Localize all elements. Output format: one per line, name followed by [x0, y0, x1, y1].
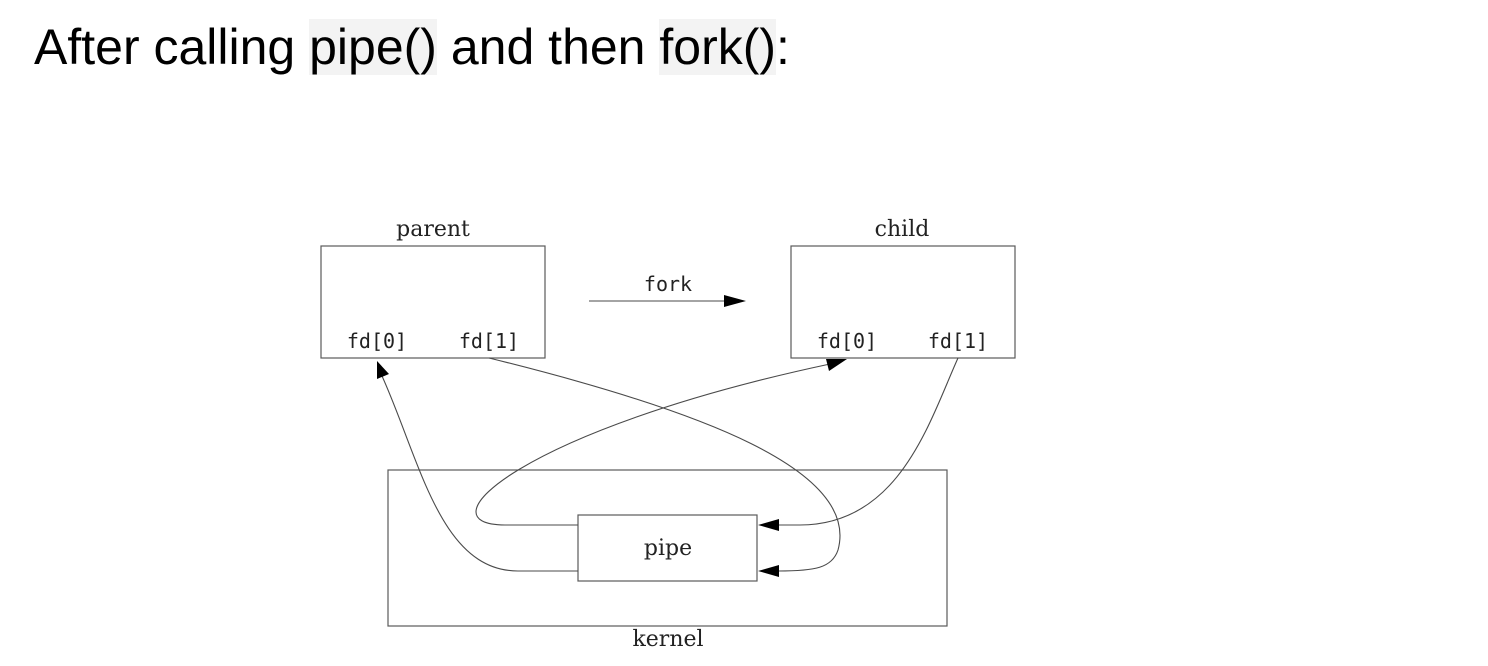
- child-fd1-label: fd[1]: [928, 329, 988, 353]
- pipe-label: pipe: [644, 536, 692, 561]
- parent-fd0-label: fd[0]: [347, 329, 407, 353]
- title-middle: and then: [436, 19, 660, 75]
- child-label: child: [875, 217, 930, 242]
- child-fd1-to-pipe-line: [778, 357, 959, 526]
- parent-fd1-to-pipe-line: [488, 357, 841, 572]
- kernel-label: kernel: [632, 627, 703, 652]
- title-prefix: After calling: [34, 19, 310, 75]
- pipe-input-lower-arrowhead: [758, 565, 779, 577]
- pipe-to-parent-fd0-line: [381, 375, 578, 572]
- slide-title: After calling pipe() and then fork():: [34, 12, 790, 82]
- title-suffix: :: [776, 19, 790, 75]
- fork-arrowhead: [724, 295, 746, 307]
- title-fork-call: fork(): [659, 19, 777, 75]
- child-process-box: [790, 245, 1016, 359]
- pipe-to-child-fd0-line: [475, 363, 831, 526]
- pipe-box: [577, 514, 758, 582]
- title-pipe-call: pipe(): [309, 19, 437, 75]
- child-fd0-label: fd[0]: [817, 329, 877, 353]
- parent-fd1-label: fd[1]: [459, 329, 519, 353]
- pipe-input-upper-arrowhead: [758, 519, 779, 531]
- fork-label: fork: [644, 272, 692, 296]
- parent-fd0-arrowhead: [377, 361, 389, 379]
- kernel-box: [387, 469, 948, 627]
- parent-label: parent: [396, 217, 470, 242]
- parent-process-box: [320, 245, 546, 359]
- child-fd0-arrowhead: [826, 359, 847, 371]
